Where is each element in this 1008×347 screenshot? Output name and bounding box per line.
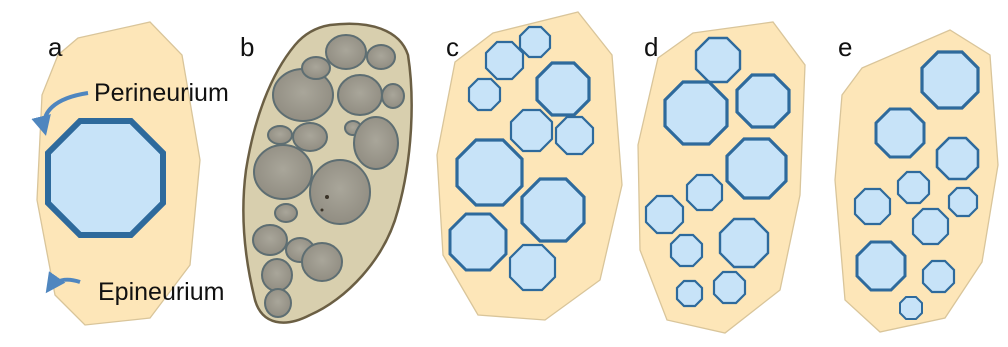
panel-d: d [638,22,805,333]
fascicle-d-8 [671,235,702,266]
fascicle-c-8 [522,179,584,241]
fascicle-c-6 [556,117,593,154]
fascicle-e-4 [898,172,929,203]
fascicle-c-1 [520,27,550,57]
fascicle-e-3 [937,138,978,179]
panel-b: b [240,24,412,323]
fascicle-e-5 [855,189,890,224]
fascicle-c-5 [511,110,552,151]
fascicle-c-4 [469,79,500,110]
panel-label-c: c [446,32,459,62]
nerve-cross-section-micrograph [243,24,411,323]
fascicle-e-9 [923,261,954,292]
fascicle-d-1 [696,38,740,82]
fascicle-e-7 [913,209,948,244]
panel-label-d: d [644,32,658,62]
fascicle-e-8 [857,242,905,290]
fascicle-c-2 [486,42,523,79]
fascicle-d-7 [720,219,768,267]
fascicle-d-6 [646,196,683,233]
fascicle-e-1 [922,52,978,108]
fascicle-e-10 [900,297,922,319]
fascicle-c-9 [450,214,506,270]
fascicle-c-7 [457,140,522,205]
panel-label-e: e [838,32,852,62]
fascicle-d-4 [727,139,786,198]
panel-c: c [437,12,622,320]
fascicle-a [48,121,163,235]
panel-label-b: b [240,32,254,62]
fascicle-d-9 [714,272,745,303]
fascicle-e-2 [876,109,924,157]
fascicle-c-3 [537,63,589,115]
fascicle-d-2 [665,82,727,144]
fascicle-d-3 [737,75,789,127]
panel-label-a: a [48,32,63,62]
fascicle-c-10 [510,245,555,290]
panel-e: e [835,30,998,332]
epineurium-label: Epineurium [98,278,224,306]
fascicle-d-10 [677,281,702,306]
panel-a: a Perineurium Epineurium [37,22,229,325]
fascicle-d-5 [687,175,722,210]
fascicle-e-6 [949,188,977,216]
perineurium-label: Perineurium [94,79,229,107]
